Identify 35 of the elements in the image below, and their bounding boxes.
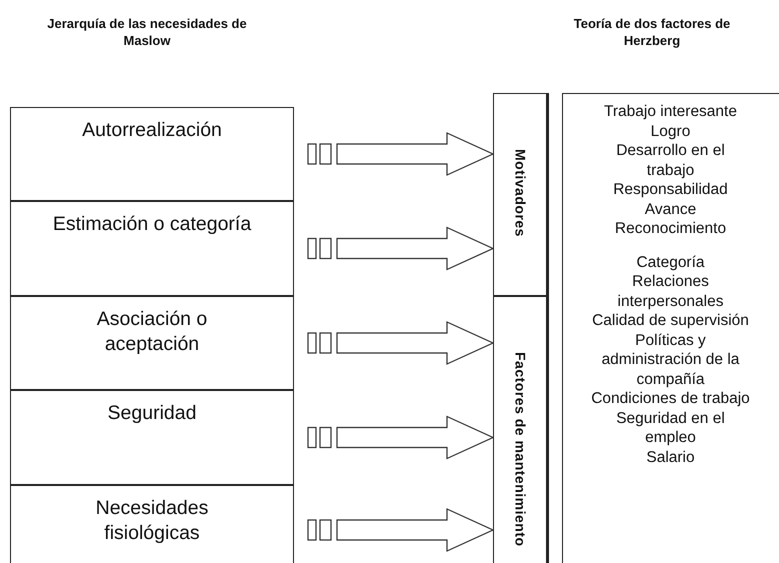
- factor-list-box: [562, 93, 779, 563]
- need-level-box: [10, 485, 294, 563]
- vertical-label: Motivadores: [512, 149, 530, 237]
- block-arrow: [307, 508, 494, 552]
- factor-group-box: [493, 296, 549, 563]
- need-label: Seguridad: [106, 401, 198, 426]
- need-label: Necesidades fisiológicas: [94, 496, 210, 546]
- factor-item: Seguridad en el empleo: [615, 408, 726, 448]
- factor-item: Reconocimiento: [614, 219, 728, 238]
- block-arrow: [307, 132, 494, 176]
- column-heading: Teoría de dos factores de Herzberg: [572, 15, 732, 49]
- need-label: Asociación o aceptación: [96, 307, 208, 357]
- need-level-box: [10, 201, 294, 296]
- need-label: Estimación o categoría: [52, 212, 252, 237]
- factor-item: Políticas y administración de la compañía: [600, 330, 740, 389]
- need-level-box: [10, 296, 294, 390]
- vertical-label: Factores de mantenimiento: [512, 352, 530, 547]
- factor-item: Relaciones interpersonales: [616, 272, 724, 311]
- factor-group-box: [493, 93, 549, 296]
- factor-item: Desarrollo en el trabajo: [615, 141, 726, 180]
- factor-item: Responsabilidad: [612, 180, 729, 200]
- need-level-box: [10, 107, 294, 201]
- factor-item: Condiciones de trabajo: [590, 389, 750, 408]
- need-level-box: [10, 390, 294, 485]
- factor-item: Logro: [650, 122, 692, 141]
- factor-item: Calidad de supervisión: [591, 311, 750, 330]
- factor-item: Trabajo interesante: [603, 102, 738, 122]
- block-arrow: [307, 416, 494, 460]
- block-arrow: [307, 321, 494, 365]
- factor-item: Categoría: [635, 252, 706, 272]
- need-label: Autorrealización: [81, 118, 223, 143]
- block-arrow: [307, 226, 494, 270]
- factor-item: Avance: [644, 200, 698, 219]
- factor-item: Salario: [645, 448, 696, 467]
- column-heading: Jerarquía de las necesidades de Maslow: [46, 15, 248, 49]
